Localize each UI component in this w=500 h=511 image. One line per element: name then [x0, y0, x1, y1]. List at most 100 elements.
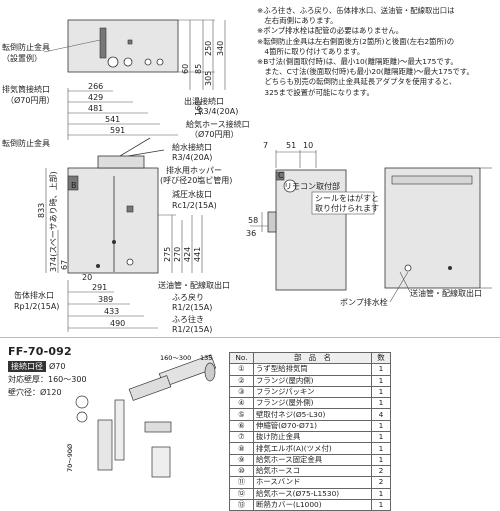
spec-hole-dia: 壁穴径：Ø120 [8, 386, 87, 399]
dim-833: 833 [37, 203, 46, 218]
note-line: ※転倒防止金具は左右側面後方(2箇所)と後面(左右2箇所)の [257, 36, 455, 46]
dim-85: 85 [194, 64, 203, 74]
part-name: ホースバンド [253, 476, 372, 489]
dim-305: 305 [204, 71, 213, 86]
side-view [250, 150, 347, 291]
dim-58: 58 [248, 216, 258, 225]
header-qty: 数 [371, 351, 391, 365]
part-name: フランジパッキン [253, 385, 372, 399]
dim-389: 389 [98, 295, 113, 304]
exhaust-kit-illustration: 160～300 135 70～90Ø [66, 354, 217, 478]
part-no: ⑩ [229, 464, 254, 478]
spec-label: 壁穴径 [8, 388, 32, 397]
part-no: ⑨ [229, 453, 254, 466]
drain-hopper-label: 排水用ホッパー [166, 165, 222, 175]
rear-view-body [384, 167, 481, 289]
tipover-install-label: 転倒防止金具 [2, 42, 50, 52]
part-no: ③ [229, 385, 254, 399]
part-no: ⑦ [229, 431, 254, 444]
water-in-size: R3/4(20A) [172, 153, 212, 162]
part-no: ⑬ [229, 498, 254, 511]
part-qty: 1 [371, 498, 391, 511]
note-line: どちらも別売の転倒防止金具延長アダプタを使用すると、 [257, 77, 457, 87]
spec-value: ：Ø120 [32, 388, 62, 397]
installation-drawing: 転倒防止金具 （設置例） 266 429 481 541 591 60 85 1… [2, 19, 492, 334]
kit-gasket [76, 411, 88, 423]
pump-drain-circle [404, 264, 412, 272]
dim-20: 20 [82, 273, 92, 282]
kit-flange [75, 395, 89, 409]
part-name: フランジ(屋内側) [253, 374, 372, 387]
part-qty: 2 [371, 476, 391, 489]
bath-return-size: R1/2(15A) [172, 303, 212, 312]
spec-value: ：160～300 [40, 375, 87, 384]
kit-pipe-inner [128, 375, 172, 401]
dim-429: 429 [88, 93, 103, 102]
supply-port-circle [123, 57, 133, 67]
dim-441: 441 [193, 247, 202, 262]
note-line: また、C寸法(後面取付時)も最小20(離隔距離)～最大175です。 [257, 67, 474, 77]
b-marker-box [67, 175, 79, 191]
dim-541: 541 [105, 115, 120, 124]
side-view-body [275, 169, 347, 291]
exhaust-port-circle [107, 56, 119, 68]
spec-value: Ø70 [49, 362, 66, 371]
part-name: 給気ホース(Ø75-L1530) [253, 487, 372, 500]
seal-note-1: シールをはがすと [315, 193, 379, 203]
kit-hose-2 [151, 446, 171, 478]
spec-label: 接続口径 [8, 361, 46, 372]
dim-7: 7 [263, 141, 268, 150]
dim-270: 270 [173, 247, 182, 262]
dim-275: 275 [163, 247, 172, 262]
part-name: うず型給排気筒 [253, 363, 372, 376]
part-name: 抜け防止金具 [253, 431, 372, 444]
front-view [45, 137, 203, 332]
dim-490: 490 [110, 319, 125, 328]
dim-51: 51 [286, 141, 296, 150]
dim-36: 36 [246, 229, 256, 238]
kit-insulation [97, 419, 113, 471]
dim-160: 160 [194, 101, 203, 116]
part-qty: 1 [371, 442, 391, 455]
spec-label: 対応壁厚 [8, 375, 40, 384]
kit-dim-2: 135 [200, 354, 212, 362]
exhaust-port-label: 排気筒接続口 [2, 84, 50, 94]
install-example-label: （設置例） [2, 53, 42, 63]
part-name: 伸縮管(Ø70-Ø71) [253, 419, 372, 433]
part-qty: 1 [371, 385, 391, 399]
part-name: 断熱カバー(L1000) [253, 498, 372, 511]
dim-481: 481 [88, 104, 103, 113]
pressure-reducer-size: Rc1/2(15A) [172, 201, 217, 210]
pressure-reducer-label: 減圧水抜口 [172, 189, 212, 199]
kit-flex-hose [114, 399, 125, 461]
part-no: ② [229, 374, 254, 387]
bath-out-size: R1/2(15A) [172, 325, 212, 334]
notes: ※ふろ往き、ふろ戻り、缶体排水口、送油管・配線取出口は 左右両側にあります。 ※… [257, 6, 497, 98]
kit-elbow [144, 421, 172, 433]
part-qty: 2 [371, 464, 391, 478]
part-qty: 1 [371, 431, 391, 444]
top-view-marker [127, 39, 133, 45]
tipover-bracket-label: 転倒防止金具 [2, 138, 50, 148]
front-view-top [97, 155, 145, 169]
header-name: 部 品 名 [253, 351, 372, 365]
dim-424: 424 [183, 247, 192, 262]
drain-hopper-sub: (呼び径20塩ビ管用) [160, 175, 232, 185]
part-name: 給気ホース固定金具 [253, 453, 372, 466]
c-mark: C [278, 171, 284, 180]
part-qty: 1 [371, 374, 391, 387]
kit-dim-3: 70～90Ø [66, 444, 74, 472]
front-circle-3 [96, 264, 100, 268]
part-no: ⑤ [229, 408, 254, 421]
rear-view [384, 167, 492, 289]
rear-view-top-band [391, 175, 473, 185]
